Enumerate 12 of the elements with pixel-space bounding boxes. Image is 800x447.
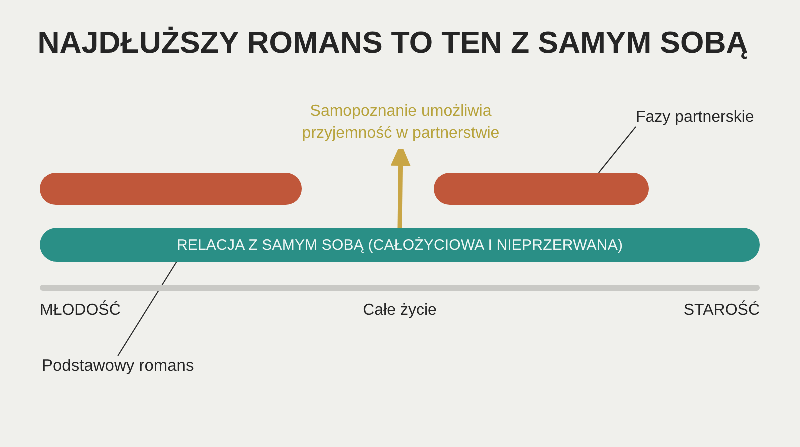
callout-text: Samopoznanie umożliwia przyjemność w partnerstwie xyxy=(286,101,516,149)
annotation-text: Podstawowy romans xyxy=(42,356,194,376)
leader-line xyxy=(598,126,636,174)
title: NAJDŁUŻSZY ROMANS TO TEN Z SAMYM SOBĄ xyxy=(38,25,748,61)
lifetime-bar: RELACJA Z SAMYM SOBĄ (CAŁOŻYCIOWA I NIEPRZERWANA) xyxy=(40,228,760,262)
axis-label: MŁODOŚĆ xyxy=(40,301,121,321)
annotation-text: Fazy partnerskie xyxy=(636,108,754,127)
phase-bar xyxy=(434,173,649,205)
axis-label: STAROŚĆ xyxy=(684,301,760,321)
leader-line xyxy=(118,262,178,356)
phase-bar xyxy=(40,173,302,205)
axis-label: Całe życie xyxy=(363,301,437,321)
